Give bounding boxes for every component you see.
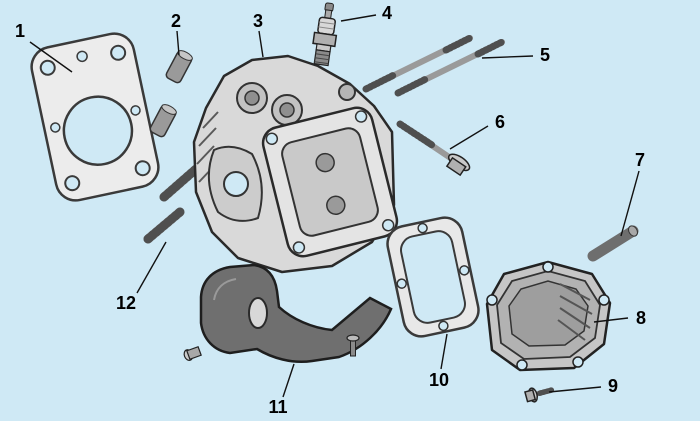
heat-shield-plate [199,263,393,363]
callout-3: 3 [252,11,264,31]
callout-10: 10 [428,370,450,390]
shroud-hex-bolt [183,345,202,361]
callout-6: 6 [494,112,506,132]
valve-cover [485,260,612,372]
callout-9: 9 [607,376,619,396]
callout-8: 8 [635,308,647,328]
cylinder-head-gasket [30,32,160,202]
shroud-screw [346,334,360,357]
callout-2: 2 [170,11,182,31]
head-stud-a [362,34,474,93]
callout-12: 12 [115,293,137,313]
callout-11: 11 [268,397,288,417]
callout-5: 5 [539,45,551,65]
leader-lines [29,14,640,398]
cylinder-head [192,54,399,274]
pivot-pin [587,225,639,262]
callout-1: 1 [14,21,26,41]
exhaust-stud-a [143,207,185,244]
valve-cover-gasket [386,216,480,338]
callout-7: 7 [634,150,646,170]
valve-cover-flange-bolt [524,387,555,403]
dowel-pin-lower [149,104,177,138]
spark-plug [312,2,338,67]
head-stud-b [394,38,506,97]
callout-4: 4 [381,3,393,23]
flange-bolt-long [396,120,471,177]
exhaust-stud-b [159,164,201,202]
